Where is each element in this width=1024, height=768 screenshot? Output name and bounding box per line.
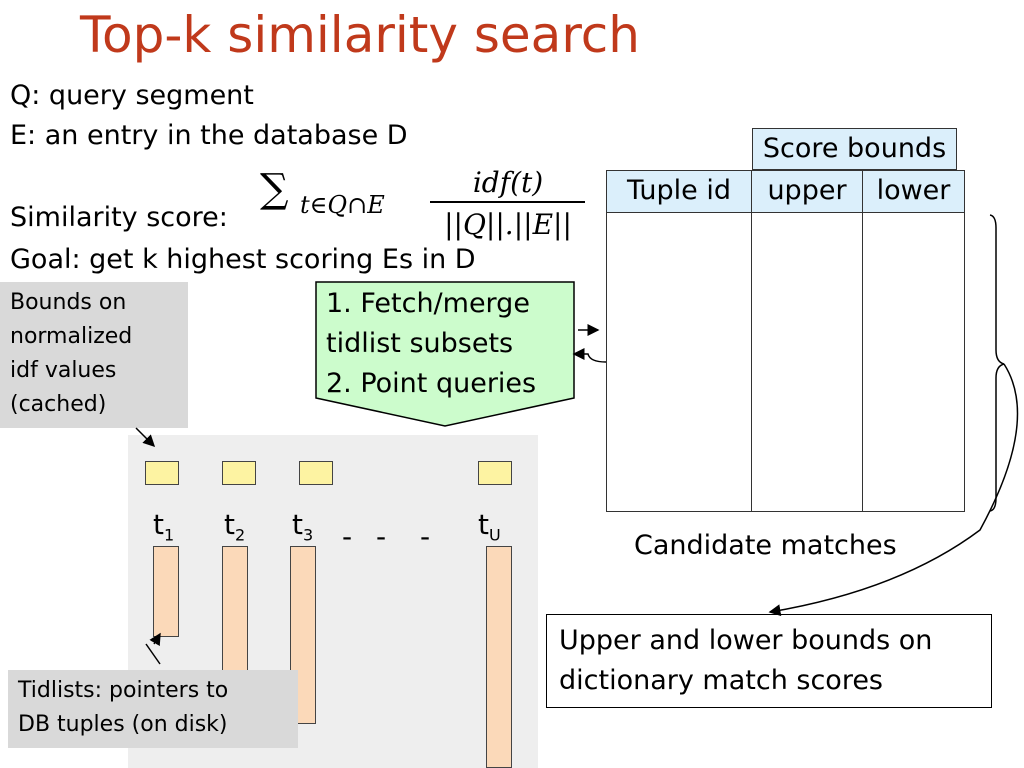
def-entry: E: an entry in the database D <box>10 120 408 151</box>
step-line-2: tidlist subsets <box>326 328 514 359</box>
bounds-note: Upper and lower bounds on dictionary mat… <box>546 614 992 708</box>
ellipsis-dash-1: - <box>342 520 353 553</box>
tidlists-pointer <box>145 643 161 665</box>
formula-numerator: idf(t) <box>473 166 543 199</box>
steps-text: 1. Fetch/merge tidlist subsets 2. Point … <box>326 284 536 404</box>
tidlists-line-1: Tidlists: pointers to <box>18 678 229 703</box>
bounds-callout: Bounds on normalized idf values (cached) <box>0 282 188 428</box>
bounds-line-3: idf values <box>10 358 117 383</box>
def-similarity: Similarity score: <box>10 202 228 233</box>
tidlists-line-2: DB tuples (on disk) <box>18 712 228 737</box>
tidlists-callout: Tidlists: pointers to DB tuples (on disk… <box>8 670 298 748</box>
note-line-1: Upper and lower bounds on <box>559 625 933 656</box>
tidlist-bar-1 <box>153 546 179 637</box>
note-line-2: dictionary match scores <box>559 665 883 696</box>
token-label-3: t3 <box>292 508 314 545</box>
formula-denominator: ||Q||.||E|| <box>444 208 572 241</box>
bounds-line-2: normalized <box>10 324 133 349</box>
step-line-3: 2. Point queries <box>326 368 537 399</box>
token-label-2: t2 <box>224 508 246 545</box>
lower-column-body <box>862 212 965 512</box>
col-tuple-id: Tuple id <box>606 170 752 213</box>
similarity-formula: ∑ t∈Q∩E idf(t) ||Q||.||E|| <box>260 166 585 241</box>
token-label-1: t1 <box>153 508 175 545</box>
idf-bound-tag-2 <box>222 461 256 485</box>
sum-symbol: ∑ <box>260 166 289 212</box>
step-line-1: 1. Fetch/merge <box>326 288 530 319</box>
idf-bound-tag-1 <box>145 461 179 485</box>
def-query: Q: query segment <box>10 80 254 111</box>
candidate-brace <box>989 214 1005 512</box>
brace-to-note-arrow <box>768 363 1019 617</box>
token-label-u: tU <box>478 508 501 545</box>
bounds-line-4: (cached) <box>10 392 107 417</box>
ellipsis-dash-2: - <box>376 520 387 553</box>
col-lower: lower <box>862 170 965 213</box>
ellipsis-dash-3: - <box>420 520 431 553</box>
idf-bound-tag-3 <box>299 461 333 485</box>
slide-title: Top-k similarity search <box>80 6 640 64</box>
candidate-matches-caption: Candidate matches <box>634 530 897 561</box>
steps-shape <box>315 281 575 427</box>
score-bounds-header: Score bounds <box>752 128 957 170</box>
tidlist-bar-2 <box>222 546 248 679</box>
tidlists-arrow <box>149 632 161 647</box>
tidlist-bar-u <box>486 546 512 768</box>
sum-subscript: t∈Q∩E <box>300 191 385 219</box>
bounds-line-1: Bounds on <box>10 290 127 315</box>
def-goal: Goal: get k highest scoring Es in D <box>10 244 476 275</box>
bounds-arrow <box>135 427 156 448</box>
idf-bound-tag-u <box>478 461 512 485</box>
fetch-arrow-left <box>572 348 607 363</box>
